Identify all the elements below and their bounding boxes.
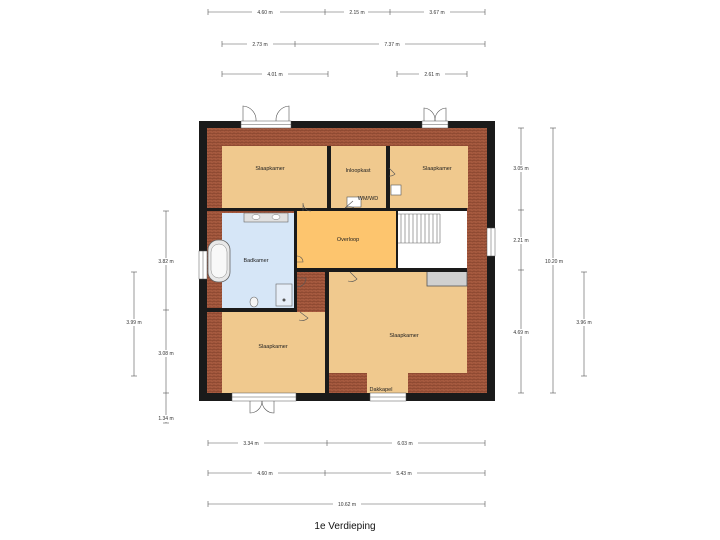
stairs: [398, 213, 441, 244]
dim-bottom2-a: 4.60 m: [257, 471, 272, 477]
building: [198, 105, 496, 414]
dim-left-outer: 3.99 m: [126, 320, 141, 326]
bathroom-fixtures: [207, 212, 293, 308]
room-overloop: [297, 211, 396, 268]
washer-dryer: [346, 196, 362, 208]
double-sink: [243, 212, 289, 223]
windows: [198, 120, 496, 402]
label-overloop: Overloop: [337, 237, 359, 243]
label-slaapkamer-se: Slaapkamer: [389, 333, 419, 339]
toilet: [249, 296, 259, 308]
balcony-doors: [242, 105, 447, 414]
dim-top1-b: 2.15 m: [349, 10, 364, 16]
room-labels: Slaapkamer Inloopkast Slaapkamer WM/WD B…: [243, 166, 451, 393]
dim-top3-a: 4.01 m: [267, 72, 282, 78]
dim-left-inner-b: 3.08 m: [158, 351, 173, 357]
label-slaapkamer-ne: Slaapkamer: [422, 166, 452, 172]
right-dimensions: 3.05 m 2.21 m 4.69 m 10.20 m 3.96 m: [509, 127, 596, 394]
dim-bottom3: 10.62 m: [338, 502, 356, 508]
floor-title: 1e Verdieping: [314, 521, 375, 532]
dim-top3-b: 2.61 m: [424, 72, 439, 78]
chimney-shaft: [426, 269, 468, 287]
doors: [296, 167, 396, 321]
label-inloopkast: Inloopkast: [345, 168, 371, 174]
left-dimensions: 3.82 m 3.08 m 1.34 m 3.99 m: [122, 210, 178, 424]
dim-right-inner-a: 3.05 m: [513, 166, 528, 172]
dim-top1-c: 3.67 m: [429, 10, 444, 16]
room-slaapkamer-sw: [222, 312, 325, 393]
label-wmwd: WM/WD: [358, 196, 378, 202]
label-badkamer: Badkamer: [243, 258, 268, 264]
dim-right-outer1: 10.20 m: [545, 259, 563, 265]
stairwell: [397, 211, 467, 268]
dim-left-inner-c: 1.34 m: [158, 416, 173, 422]
label-dakkapel: Dakkapel: [370, 387, 393, 393]
dim-top2-a: 2.73 m: [252, 42, 267, 48]
dim-top2-b: 7.37 m: [384, 42, 399, 48]
shower: [275, 283, 293, 307]
dim-bottom1-a: 3.34 m: [243, 441, 258, 447]
bottom-dimensions: 3.34 m 6.03 m 4.60 m 5.43 m 10.62 m: [207, 440, 486, 508]
label-slaapkamer-nw: Slaapkamer: [255, 166, 285, 172]
label-slaapkamer-sw: Slaapkamer: [258, 344, 288, 350]
dim-right-inner-b: 2.21 m: [513, 238, 528, 244]
dim-bottom1-b: 6.03 m: [397, 441, 412, 447]
room-slaapkamer-ne: [390, 146, 468, 208]
dim-left-inner-a: 3.82 m: [158, 259, 173, 265]
dim-right-inner-c: 4.69 m: [513, 330, 528, 336]
top-dimensions: 4.60 m 2.15 m 3.67 m 2.73 m 7.37 m 4.01 …: [207, 9, 486, 78]
dim-top1-a: 4.60 m: [257, 10, 272, 16]
dim-right-outer2: 3.96 m: [576, 320, 591, 326]
dim-bottom2-b: 5.43 m: [396, 471, 411, 477]
room-slaapkamer-nw: [222, 146, 327, 208]
